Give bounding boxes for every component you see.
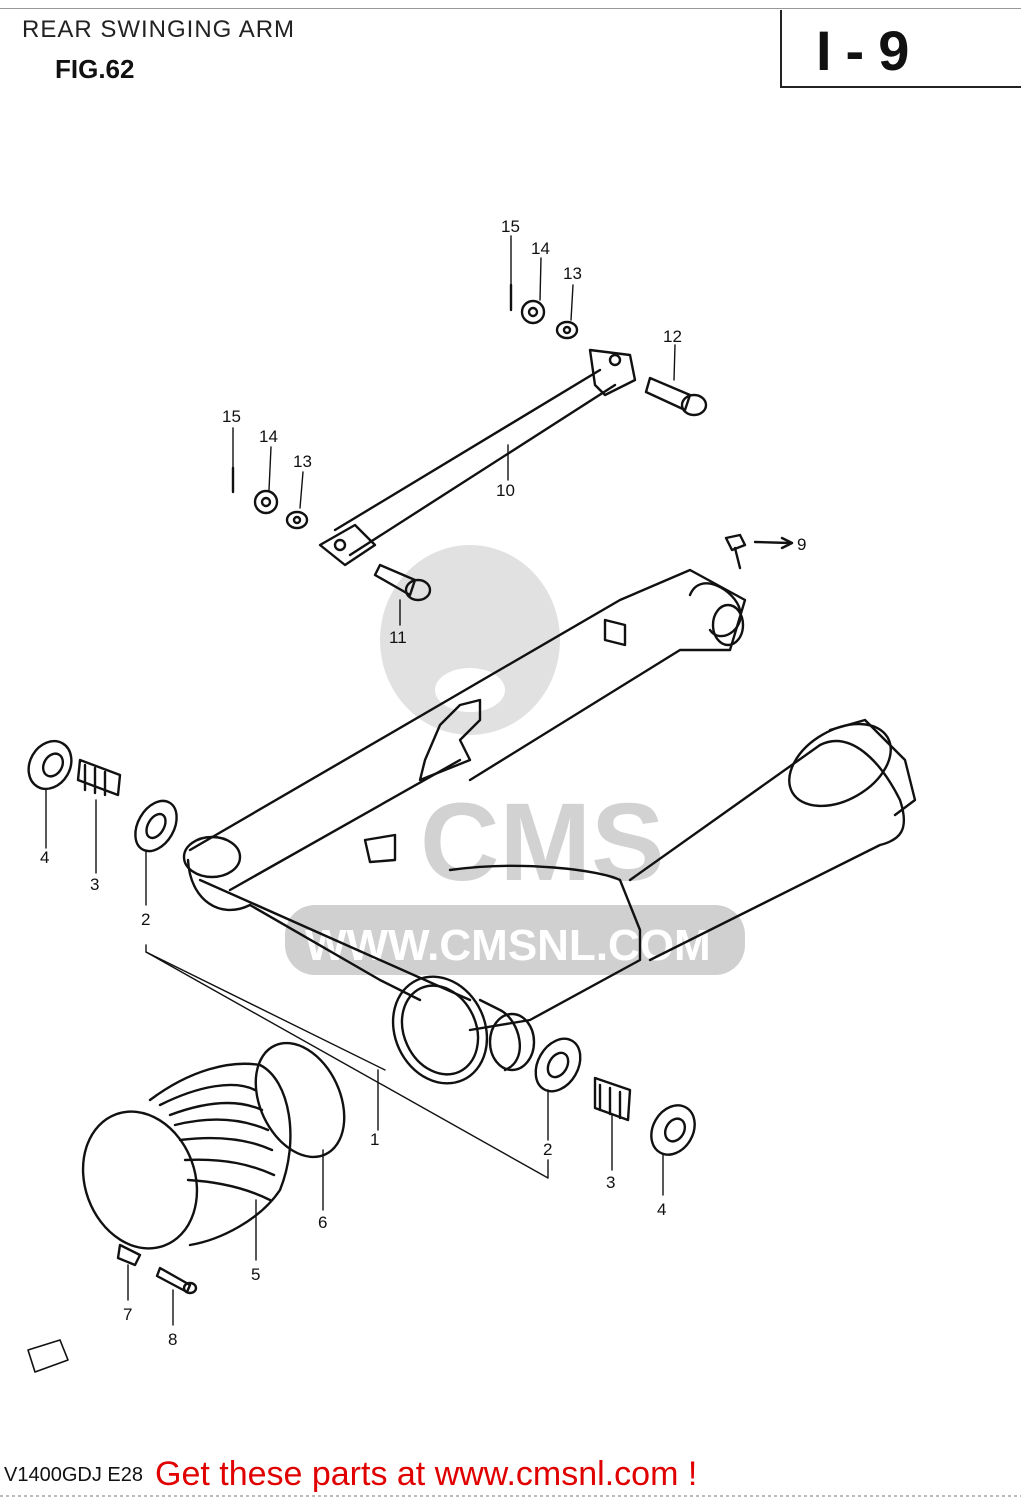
callout-15-upper: 15 xyxy=(501,217,520,236)
section-box: I-9 xyxy=(780,10,1021,88)
callout-9: 9 xyxy=(797,535,806,554)
figure-label: FIG.62 xyxy=(55,54,135,84)
watermark-url: WWW.CMSNL.COM xyxy=(305,921,711,970)
bearing-2-right xyxy=(534,1037,582,1093)
washer-13-upper xyxy=(555,320,579,340)
section-code: I-9 xyxy=(816,19,924,82)
adjuster-3-right xyxy=(593,1076,632,1122)
callout-7: 7 xyxy=(123,1305,132,1324)
nut-14-upper xyxy=(520,299,546,325)
callout-8: 8 xyxy=(168,1330,177,1349)
bolt-12 xyxy=(644,376,708,417)
page-title: REAR SWINGING ARM xyxy=(22,16,296,43)
watermark: CMS WWW.CMSNL.COM xyxy=(285,545,745,975)
callout-13-upper: 13 xyxy=(563,264,582,283)
callout-11: 11 xyxy=(389,628,407,647)
washer-13-lower xyxy=(285,510,309,530)
callout-2-right: 2 xyxy=(543,1140,552,1159)
nut-14-lower xyxy=(253,489,279,515)
callout-1: 1 xyxy=(370,1130,379,1149)
o-ring-6 xyxy=(254,1041,346,1159)
torque-rod xyxy=(318,348,637,567)
watermark-banner xyxy=(285,905,745,975)
cta-link[interactable]: Get these parts at www.cmsnl.com ! xyxy=(155,1455,698,1493)
boot-5 xyxy=(81,1062,292,1250)
callout-3-left: 3 xyxy=(90,875,99,894)
callout-6: 6 xyxy=(318,1213,327,1232)
top-rule xyxy=(0,8,1021,9)
callout-12: 12 xyxy=(663,327,682,346)
swing-arm xyxy=(182,568,917,1085)
callout-5: 5 xyxy=(251,1265,260,1284)
callout-14-lower: 14 xyxy=(259,427,278,446)
callout-14-upper: 14 xyxy=(531,239,550,258)
callout-15-lower: 15 xyxy=(222,407,241,426)
bolt-9 xyxy=(724,533,794,570)
callout-10: 10 xyxy=(496,481,515,500)
bearing-2-left xyxy=(134,799,178,853)
leader-lines xyxy=(45,235,676,1326)
screw-8 xyxy=(155,1266,198,1295)
callout-13-lower: 13 xyxy=(293,452,312,471)
seal-4-right xyxy=(650,1104,696,1156)
watermark-logo-head xyxy=(380,545,560,735)
model-code: V1400GDJ E28 xyxy=(4,1464,143,1486)
callout-2-left: 2 xyxy=(141,910,150,929)
watermark-logo-text: CMS xyxy=(420,781,664,904)
callout-4-left: 4 xyxy=(40,848,49,867)
bolt-11 xyxy=(373,563,432,602)
seal-4-left xyxy=(27,739,73,791)
adjuster-3-left xyxy=(76,758,122,797)
watermark-logo-eye xyxy=(435,668,505,712)
clamp-7 xyxy=(116,1243,142,1267)
callout-4-right: 4 xyxy=(657,1200,666,1219)
callout-3-right: 3 xyxy=(606,1173,615,1192)
front-direction-badge xyxy=(27,1339,69,1373)
callout-labels: 1 2 2 3 3 4 4 5 6 7 8 9 10 11 12 13 13 1… xyxy=(40,217,806,1349)
